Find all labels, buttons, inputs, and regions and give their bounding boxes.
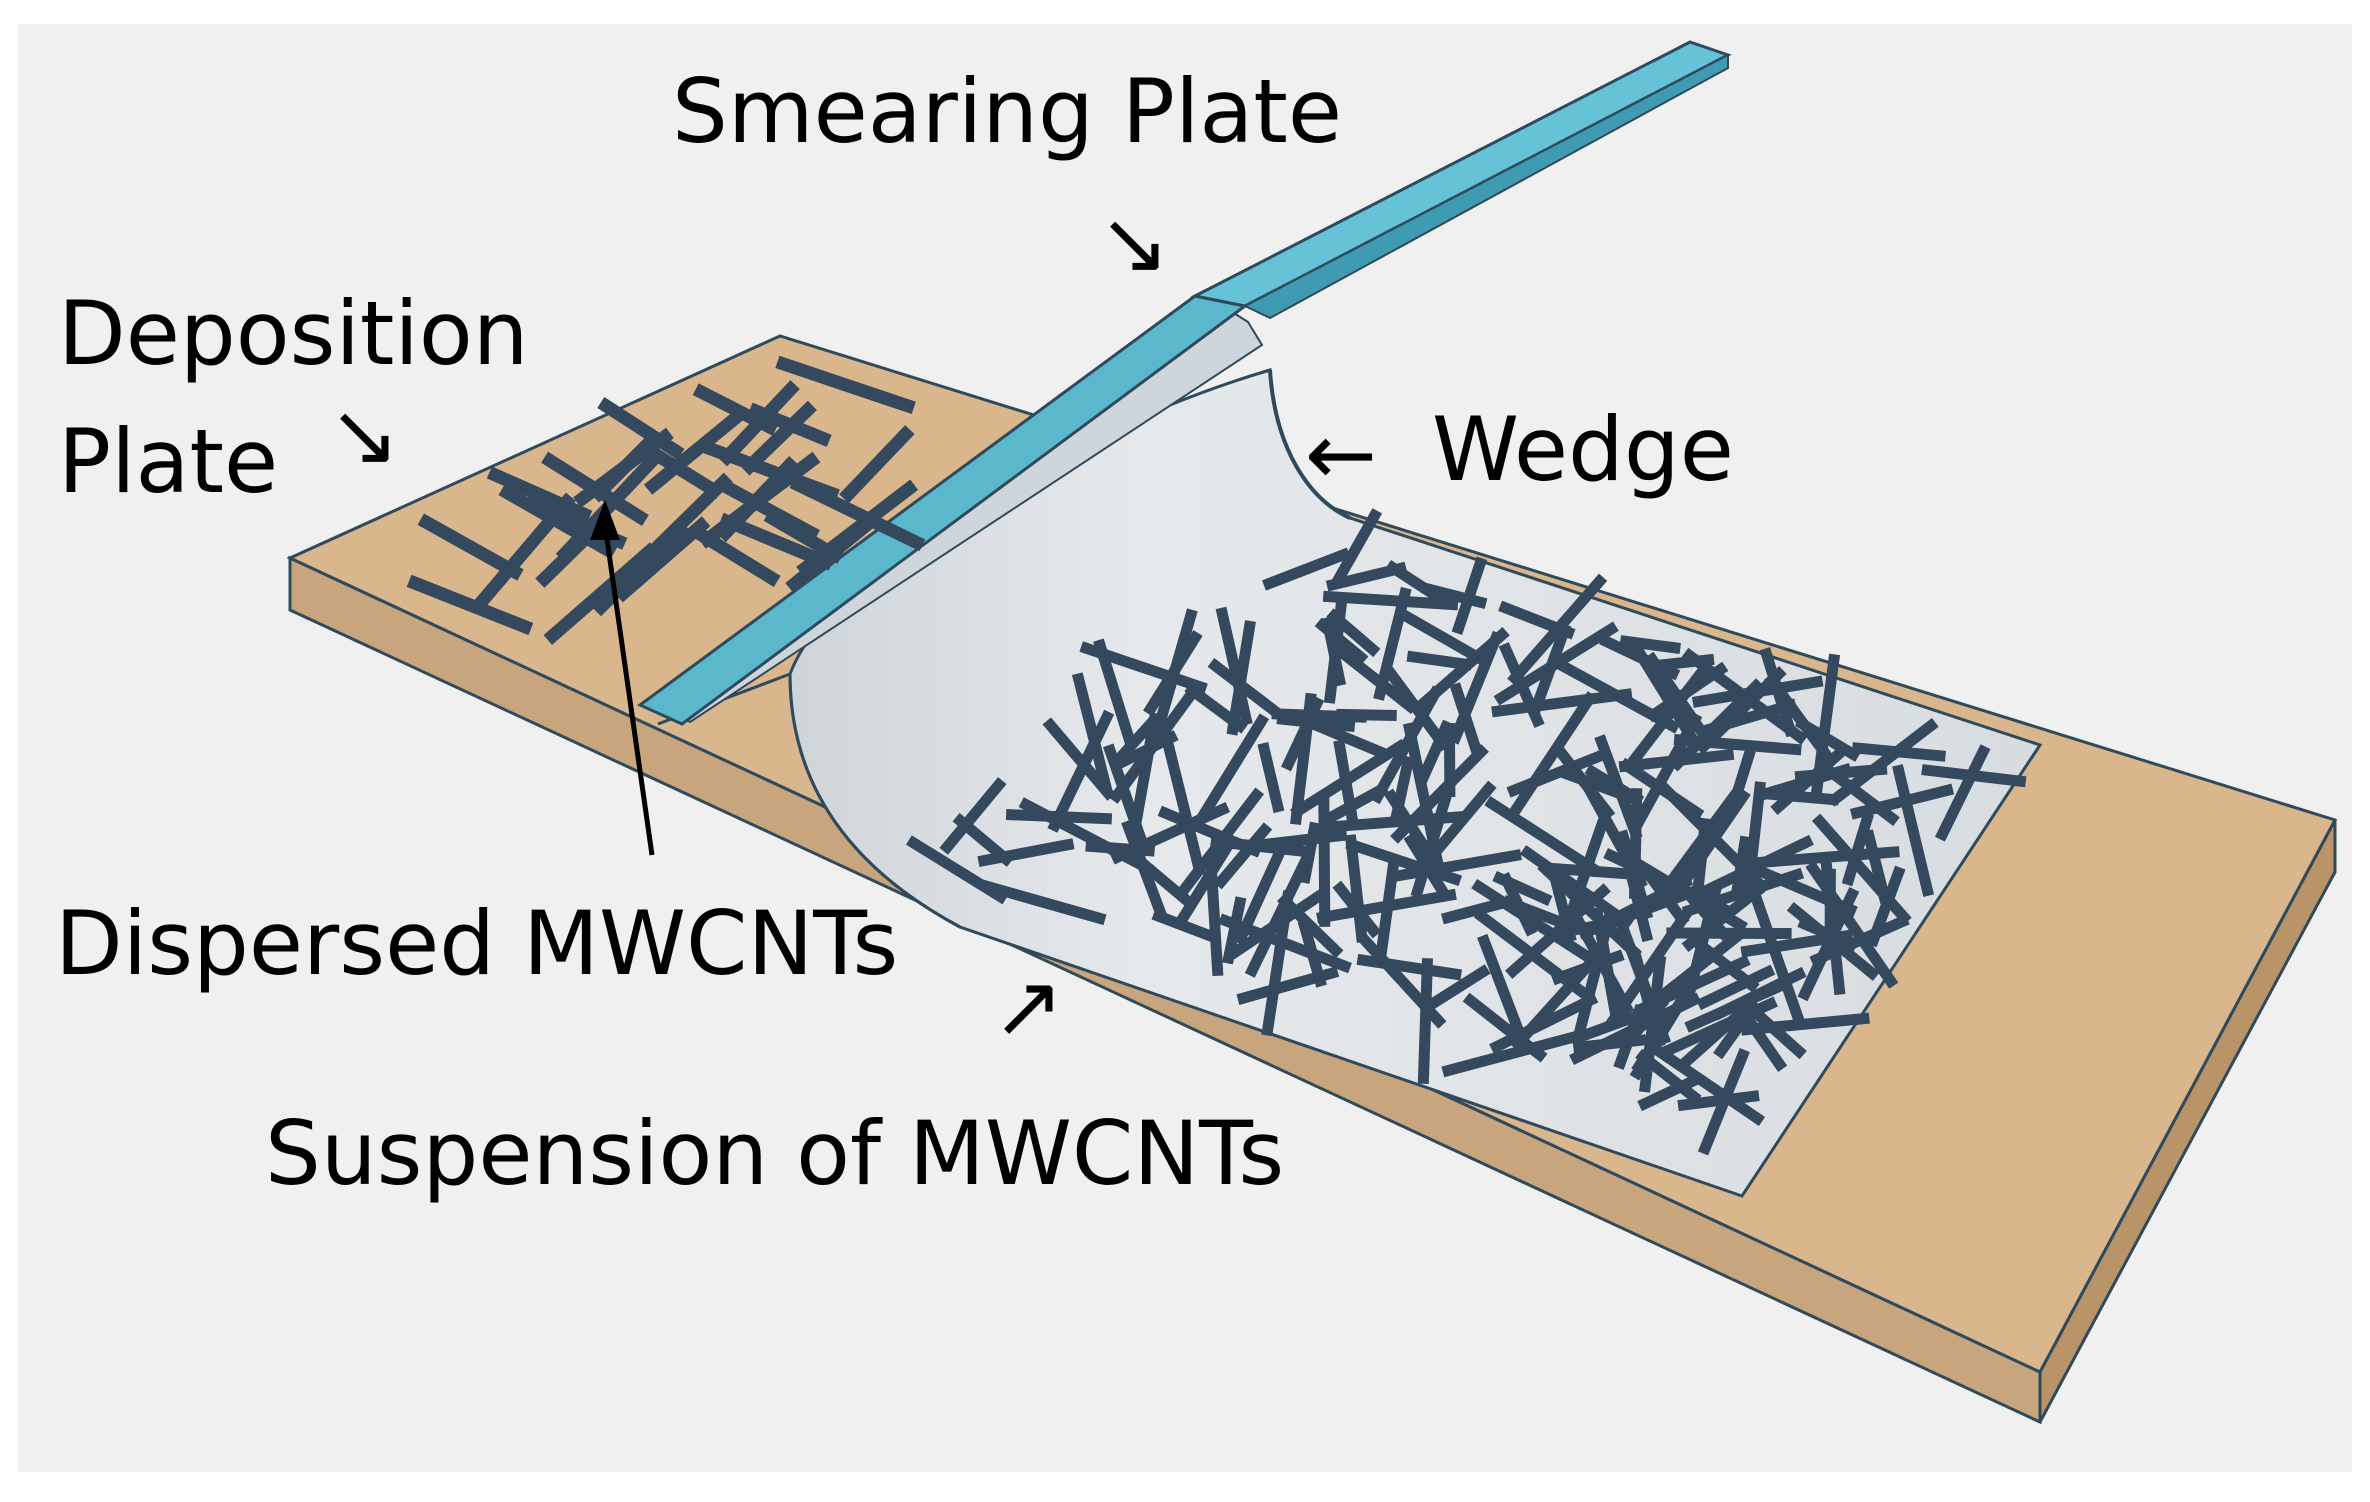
wedge-label: Wedge	[1432, 406, 1734, 494]
arrow-down-right-icon: ↘	[328, 392, 400, 478]
nanotube	[1620, 641, 1680, 649]
smearing-plate-label: Smearing Plate	[672, 68, 1342, 156]
nanotube	[1765, 794, 1839, 800]
nanotube	[1449, 723, 1450, 797]
nanotube	[1654, 659, 1714, 665]
arrow-down-right-icon: ↘	[1098, 200, 1170, 286]
deposition-plate-label-line1: Deposition	[58, 290, 528, 378]
nanotube	[1211, 866, 1218, 976]
arrow-up-right-icon: ↗	[992, 964, 1064, 1050]
nanotube	[1324, 795, 1325, 927]
deposition-plate-label-line2: Plate	[58, 418, 278, 506]
nanotube	[1423, 958, 1427, 1084]
arrow-left-icon: ←	[1305, 412, 1377, 498]
dispersed-mwcnts-label: Dispersed MWCNTs	[55, 900, 898, 988]
suspension-mwcnts-label: Suspension of MWCNTs	[265, 1110, 1284, 1198]
